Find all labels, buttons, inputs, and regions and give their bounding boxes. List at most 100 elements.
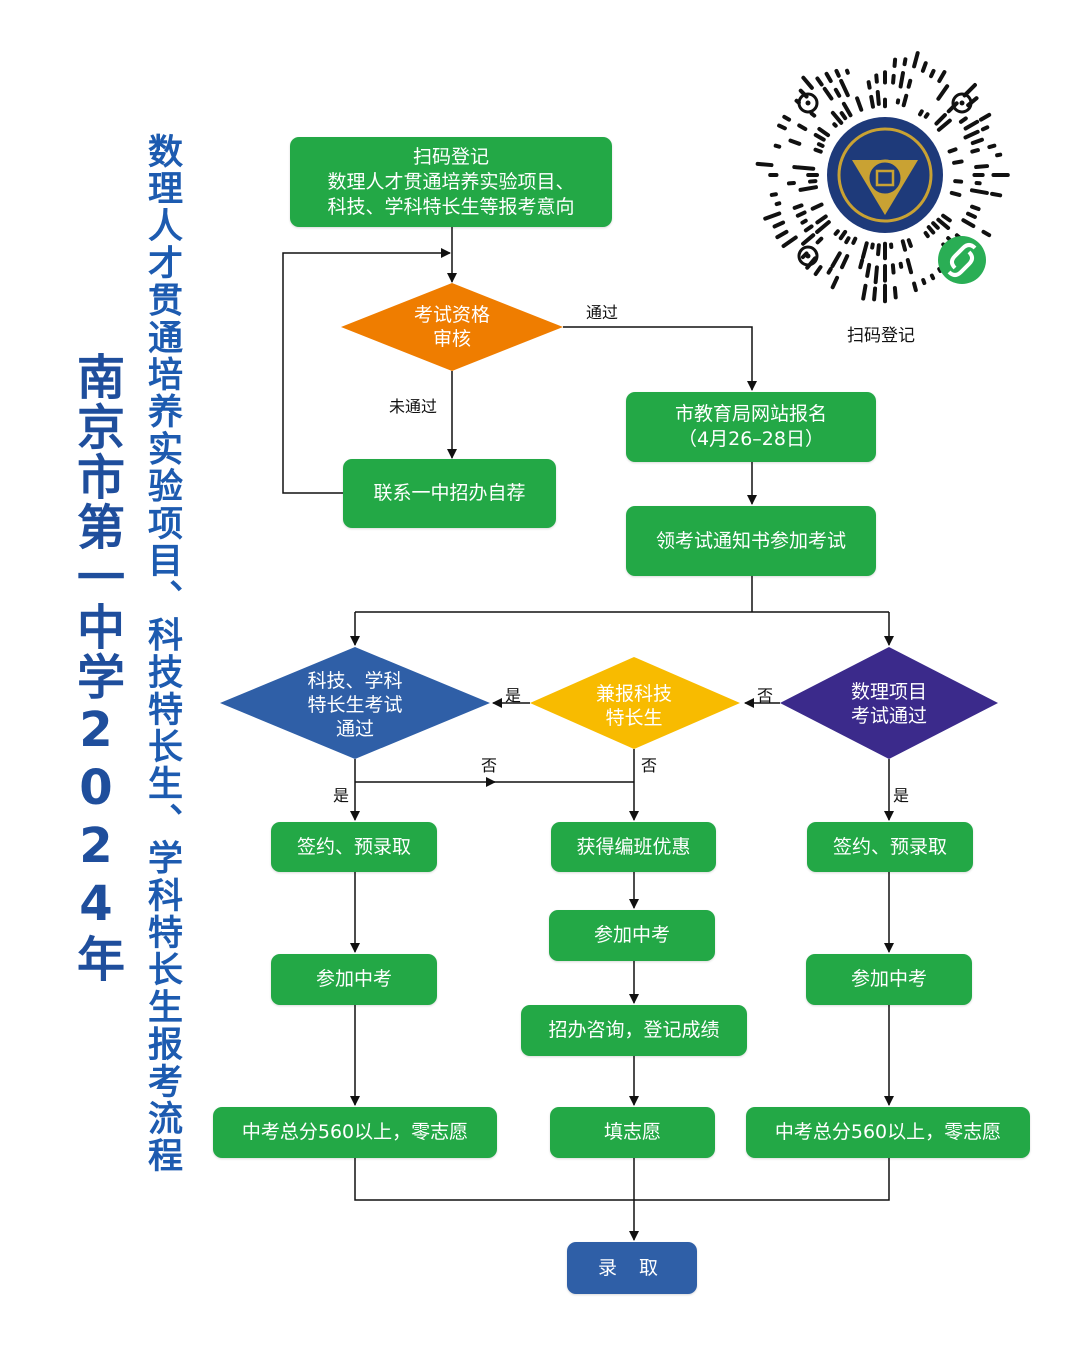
qr-dash xyxy=(912,51,920,69)
also-tech-line-2: 特长生 xyxy=(605,707,663,729)
qr-dash xyxy=(858,258,865,270)
qr-code[interactable] xyxy=(755,51,1010,304)
qr-dash xyxy=(803,224,814,233)
qr-dash xyxy=(815,236,824,245)
qr-dash xyxy=(830,110,844,125)
qr-dash xyxy=(774,201,782,207)
qr-dash xyxy=(763,211,782,221)
qr-dash xyxy=(937,266,943,273)
math-pass-line-1: 数理项目 xyxy=(850,681,927,703)
qr-dash xyxy=(941,213,952,223)
qr-dash xyxy=(906,78,913,89)
qr-dash xyxy=(755,161,774,168)
qr-dash xyxy=(874,73,879,84)
qr-dash xyxy=(815,220,831,234)
qr-dash xyxy=(969,188,989,195)
qr-dash xyxy=(980,125,990,132)
qr-dash xyxy=(801,75,814,90)
qr-dash xyxy=(970,148,980,154)
label-yes-math: 是 xyxy=(893,786,910,805)
qr-dash xyxy=(931,221,940,230)
qr-dash xyxy=(775,229,789,240)
qr-dash xyxy=(929,68,936,79)
sub-title: 数理人才贯通培养实验项目、科技特长生、学科特长生报考流程 xyxy=(142,133,182,1175)
qr-dash xyxy=(838,229,848,241)
qr-dash xyxy=(890,263,896,275)
right-score-box: 中考总分560以上，零志愿 xyxy=(746,1107,1030,1158)
qr-dash xyxy=(990,191,1003,198)
register-line-3: 科技、学科特长生等报考意向 xyxy=(327,195,575,218)
math-pass-line-2: 考试通过 xyxy=(850,705,927,727)
qr-dash xyxy=(817,127,831,138)
qualify-diamond xyxy=(341,283,563,371)
qr-dash xyxy=(839,78,850,98)
qr-dash xyxy=(788,138,802,146)
tech-pass-line-2: 特长生考试 xyxy=(307,694,403,716)
qr-dash xyxy=(795,165,816,171)
qr-dash xyxy=(905,258,914,275)
qr-dash xyxy=(875,90,881,106)
self-recommend-box: 联系一中招办自荐 xyxy=(343,459,556,528)
qr-dash xyxy=(815,214,828,225)
qr-dash xyxy=(865,262,872,278)
qr-dash xyxy=(902,57,908,67)
qr-dash xyxy=(810,202,824,211)
qr-dash xyxy=(920,61,928,73)
qr-dash xyxy=(844,236,851,245)
qr-dash xyxy=(906,238,913,248)
signup-box: 市教育局网站报名 （4月26–28日） xyxy=(626,392,876,462)
qr-dash xyxy=(769,192,778,197)
qr-dash xyxy=(855,96,864,112)
qr-dash xyxy=(815,76,824,87)
qualify-line-2: 审核 xyxy=(432,328,471,350)
label-yes-left: 是 xyxy=(505,686,522,705)
qr-dash xyxy=(800,218,808,225)
qr-dash xyxy=(995,152,1003,158)
qr-dash xyxy=(809,111,817,118)
qr-dash xyxy=(860,241,869,260)
also-tech-diamond xyxy=(530,657,740,749)
qr-dash xyxy=(892,286,898,300)
qr-dash xyxy=(892,57,898,68)
qr-dash xyxy=(923,112,930,119)
qr-dash xyxy=(833,87,842,98)
qr-dash xyxy=(800,251,809,260)
qr-dash xyxy=(918,109,924,117)
also-tech-line-1: 兼报科技 xyxy=(595,683,672,705)
qr-dash xyxy=(822,86,834,101)
qr-dash xyxy=(898,261,904,269)
label-no-mid-v: 否 xyxy=(641,756,658,775)
qr-dash xyxy=(824,71,833,83)
register-box: 扫码登记 数理人才贯通培养实验项目、 科技、学科特长生等报考意向 xyxy=(290,137,612,227)
qr-dash xyxy=(949,190,962,197)
qualify-line-1: 考试资格 xyxy=(413,304,490,326)
qr-dash xyxy=(891,73,896,85)
edge-pass xyxy=(563,326,757,391)
qr-dash xyxy=(833,229,840,236)
label-yes-tech: 是 xyxy=(333,786,350,805)
qr-dash xyxy=(937,70,947,83)
edge-loop xyxy=(282,248,451,494)
qr-dash xyxy=(872,286,878,302)
register-line-2: 数理人才贯通培养实验项目、 xyxy=(327,170,575,193)
qr-dash xyxy=(830,275,840,290)
qr-dash xyxy=(772,220,786,229)
right-exam-box: 参加中考 xyxy=(806,954,972,1005)
qr-dash xyxy=(963,129,980,140)
qr-dash xyxy=(936,118,952,132)
qr-dash xyxy=(782,114,792,122)
qr-dash xyxy=(953,179,964,184)
qr-dash xyxy=(861,283,868,301)
qr-dash xyxy=(936,84,950,101)
qr-dash xyxy=(826,266,833,275)
admit-box: 录 取 xyxy=(567,1242,697,1294)
qr-dash xyxy=(773,143,782,149)
tech-pass-diamond xyxy=(220,647,490,759)
label-no-mid-h: 否 xyxy=(481,756,498,775)
qr-dash xyxy=(841,101,853,118)
qr-caption: 扫码登记 xyxy=(847,326,915,346)
qr-dash xyxy=(797,123,808,131)
qr-dash xyxy=(936,217,951,230)
qr-dash xyxy=(839,254,850,270)
